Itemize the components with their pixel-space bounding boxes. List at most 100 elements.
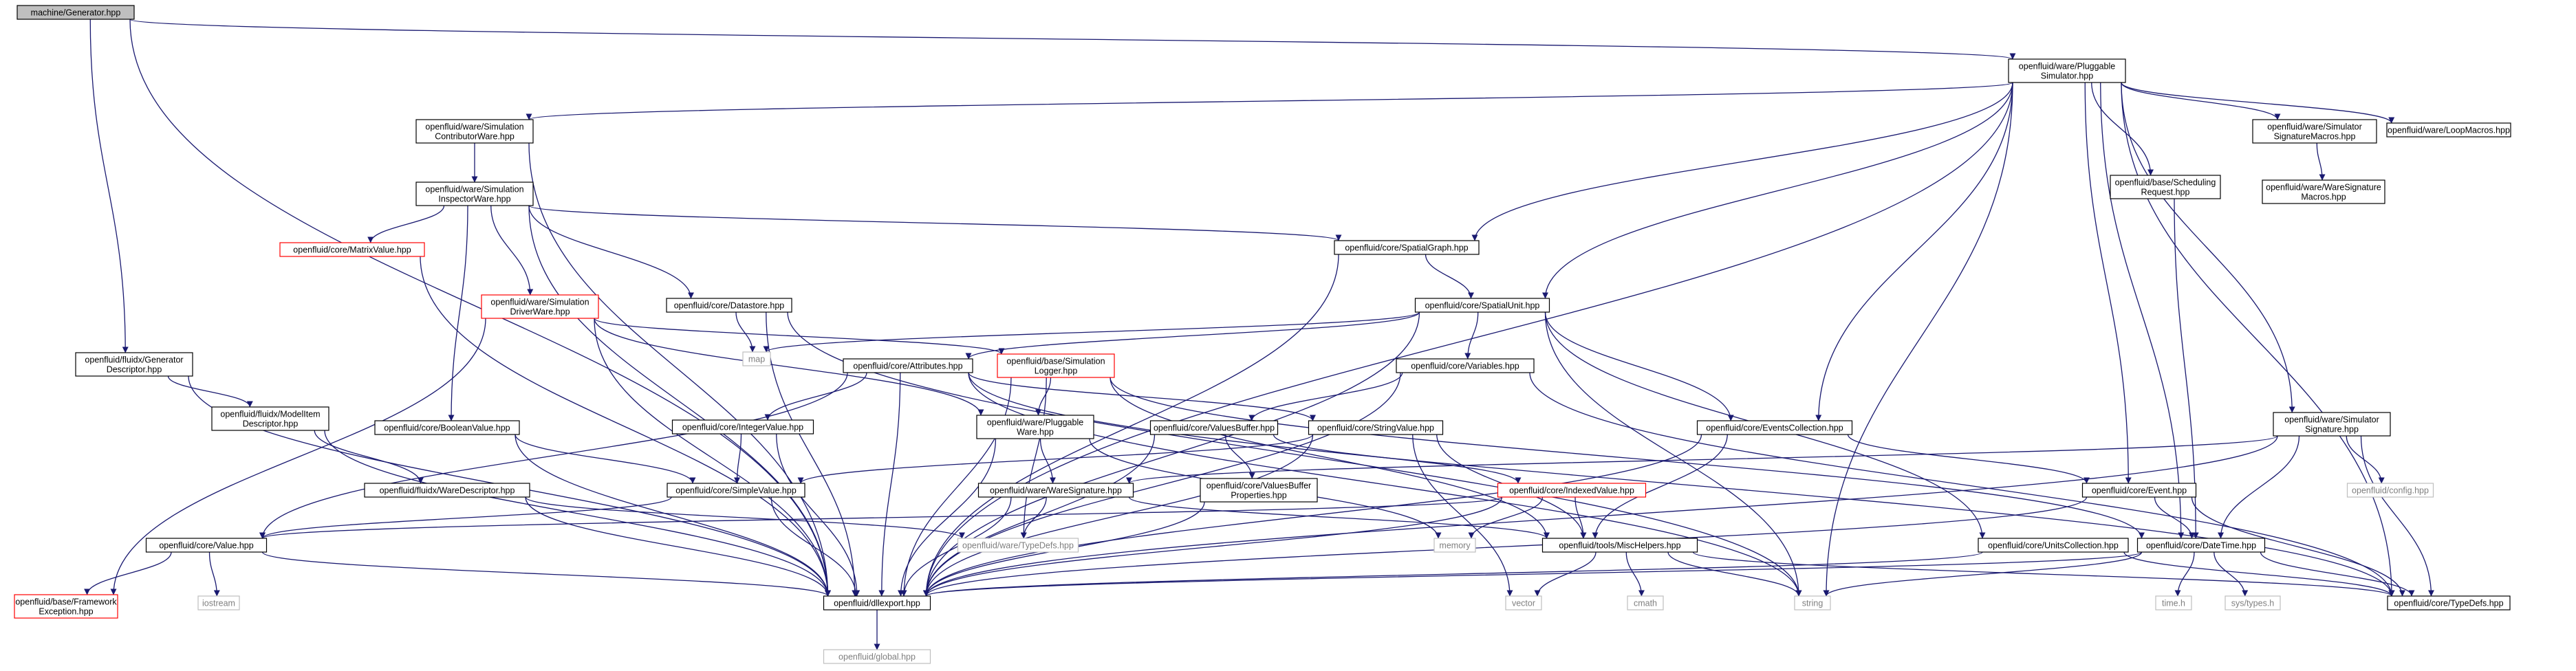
edge-variables-to-dllexport — [923, 372, 1401, 597]
node-booleanvalue-box — [374, 420, 520, 435]
node-waretypedefs: openfluid/ware/TypeDefs.hpp — [957, 538, 1079, 553]
node-eventscoll[interactable]: openfluid/core/EventsCollection.hpp — [1696, 420, 1853, 435]
node-variables[interactable]: openfluid/core/Variables.hpp — [1396, 358, 1535, 373]
node-fwexception-box — [14, 594, 118, 619]
node-indexedvalue[interactable]: openfluid/core/IndexedValue.hpp — [1497, 483, 1647, 498]
edge-indexedvalue-to-dllexport — [923, 496, 1503, 597]
node-simplevalue[interactable]: openfluid/core/SimpleValue.hpp — [667, 483, 805, 498]
edge-waredesc-to-waretypedefs — [525, 496, 965, 539]
node-config-label-0: openfluid/config.hpp — [2352, 486, 2429, 496]
node-pluggable_ware-box — [976, 415, 1094, 439]
edge-inspector-to-datastore — [528, 205, 694, 299]
node-stringvalue-box — [1308, 420, 1444, 435]
edge-pluggable_sim-to-coretypedefs — [2121, 82, 2395, 597]
node-vector: vector — [1505, 595, 1542, 610]
edge-mischelpers-to-coretypedefs — [1692, 551, 2395, 597]
node-datastore-box — [666, 298, 792, 313]
node-variables-label-0: openfluid/core/Variables.hpp — [1411, 362, 1519, 371]
node-value[interactable]: openfluid/core/Value.hpp — [145, 538, 268, 553]
node-mischelpers[interactable]: openfluid/tools/MiscHelpers.hpp — [1541, 538, 1698, 553]
node-vbprops-label-0: openfluid/core/ValuesBuffer — [1206, 481, 1311, 491]
node-waresig[interactable]: openfluid/ware/WareSignature.hpp — [977, 483, 1134, 498]
node-iostream-label-0: iostream — [202, 599, 235, 608]
edge-attributes-to-dllexport — [878, 372, 901, 597]
node-gen_desc-label-0: openfluid/fluidx/Generator — [85, 355, 183, 365]
node-unitscoll[interactable]: openfluid/core/UnitsCollection.hpp — [1978, 538, 2129, 553]
edge-sim_sig-to-dllexport — [923, 435, 2278, 597]
edge-mischelpers-to-cmath — [1625, 551, 1645, 597]
node-coretypedefs[interactable]: openfluid/core/TypeDefs.hpp — [2387, 595, 2511, 610]
node-gen_desc-label-1: Descriptor.hpp — [107, 365, 162, 375]
edge-indexedvalue-to-list — [1574, 496, 1587, 539]
node-attributes-label-0: openfluid/core/Attributes.hpp — [853, 362, 962, 371]
edge-spatialunit-to-eventscoll — [1544, 311, 1734, 421]
node-spatialgraph[interactable]: openfluid/core/SpatialGraph.hpp — [1334, 240, 1480, 255]
node-contrib[interactable]: openfluid/ware/SimulationContributorWare… — [415, 119, 534, 144]
node-loopmacros[interactable]: openfluid/ware/LoopMacros.hpp — [2386, 122, 2511, 138]
node-fwexception-label-0: openfluid/base/Framework — [15, 597, 117, 607]
node-modelitem-label-1: Descriptor.hpp — [243, 419, 299, 429]
node-sim_sig_macros[interactable]: openfluid/ware/SimulatorSignatureMacros.… — [2252, 119, 2377, 144]
edge-pluggable_sim-to-event — [2084, 82, 2132, 484]
node-waredesc-label-0: openfluid/fluidx/WareDescriptor.hpp — [380, 486, 515, 496]
node-waresig_macros-box — [2262, 179, 2385, 204]
node-valuesbuffer[interactable]: openfluid/core/ValuesBuffer.hpp — [1149, 420, 1279, 435]
node-string: string — [1794, 595, 1831, 610]
edge-event-to-dllexport — [923, 496, 2088, 597]
node-cmath: cmath — [1627, 595, 1664, 610]
node-dllexport[interactable]: openfluid/dllexport.hpp — [823, 595, 931, 610]
edge-spatialunit-to-map — [763, 311, 1420, 353]
node-vector-box — [1505, 595, 1542, 610]
edge-datetime-to-string — [1823, 551, 2143, 597]
edge-event-to-datetime — [2154, 496, 2195, 539]
node-spatialunit[interactable]: openfluid/core/SpatialUnit.hpp — [1414, 298, 1550, 313]
node-attributes[interactable]: openfluid/core/Attributes.hpp — [843, 358, 973, 373]
node-matrixvalue[interactable]: openfluid/core/MatrixValue.hpp — [279, 242, 425, 257]
node-event[interactable]: openfluid/core/Event.hpp — [2081, 483, 2197, 498]
node-datastore[interactable]: openfluid/core/Datastore.hpp — [666, 298, 792, 313]
node-indexedvalue-label-0: openfluid/core/IndexedValue.hpp — [1509, 486, 1634, 496]
edge-root-to-pluggable_sim — [129, 19, 2015, 60]
node-event-label-0: openfluid/core/Event.hpp — [2092, 486, 2187, 496]
node-integervalue[interactable]: openfluid/core/IntegerValue.hpp — [671, 419, 814, 434]
edge-attributes-to-string — [968, 372, 1802, 597]
edge-pluggable_sim-to-string — [1823, 82, 2013, 597]
node-root[interactable]: machine/Generator.hpp — [17, 5, 135, 20]
node-vbprops[interactable]: openfluid/core/ValuesBufferProperties.hp… — [1200, 478, 1318, 503]
node-memory: memory — [1433, 538, 1476, 553]
edge-pluggable_ware-to-dllexport — [898, 438, 997, 597]
node-waresig-box — [977, 483, 1134, 498]
node-vbprops-label-1: Properties.hpp — [1231, 491, 1286, 500]
edge-scheduling-to-datetime — [2174, 198, 2199, 539]
node-booleanvalue[interactable]: openfluid/core/BooleanValue.hpp — [374, 420, 520, 435]
edge-variables-to-valuesbuffer — [1248, 372, 1403, 421]
node-inspector[interactable]: openfluid/ware/SimulationInspectorWare.h… — [415, 182, 534, 206]
node-stringvalue[interactable]: openfluid/core/StringValue.hpp — [1308, 420, 1444, 435]
node-datetime[interactable]: openfluid/core/DateTime.hpp — [2136, 538, 2266, 553]
edge-datetime-to-systypes — [2214, 551, 2249, 597]
edge-modelitem-to-waredesc — [314, 430, 424, 484]
node-loopmacros-label-0: openfluid/ware/LoopMacros.hpp — [2388, 126, 2510, 135]
edge-driver-to-fwexception — [110, 318, 486, 595]
node-coretypedefs-label-0: openfluid/core/TypeDefs.hpp — [2394, 599, 2503, 608]
edge-pluggable_sim-to-loopmacros — [2121, 82, 2395, 124]
node-sim_sig-label-1: Signature.hpp — [2305, 425, 2359, 434]
edge-attributes-to-stringvalue — [968, 372, 1316, 421]
node-waredesc[interactable]: openfluid/fluidx/WareDescriptor.hpp — [364, 483, 530, 498]
node-modelitem-label-0: openfluid/fluidx/ModelItem — [220, 410, 320, 419]
edge-booleanvalue-to-dllexport — [515, 434, 831, 597]
node-contrib-box — [415, 119, 534, 144]
edge-modelitem-to-dllexport — [324, 430, 831, 597]
edge-value-to-iostream — [208, 551, 220, 597]
